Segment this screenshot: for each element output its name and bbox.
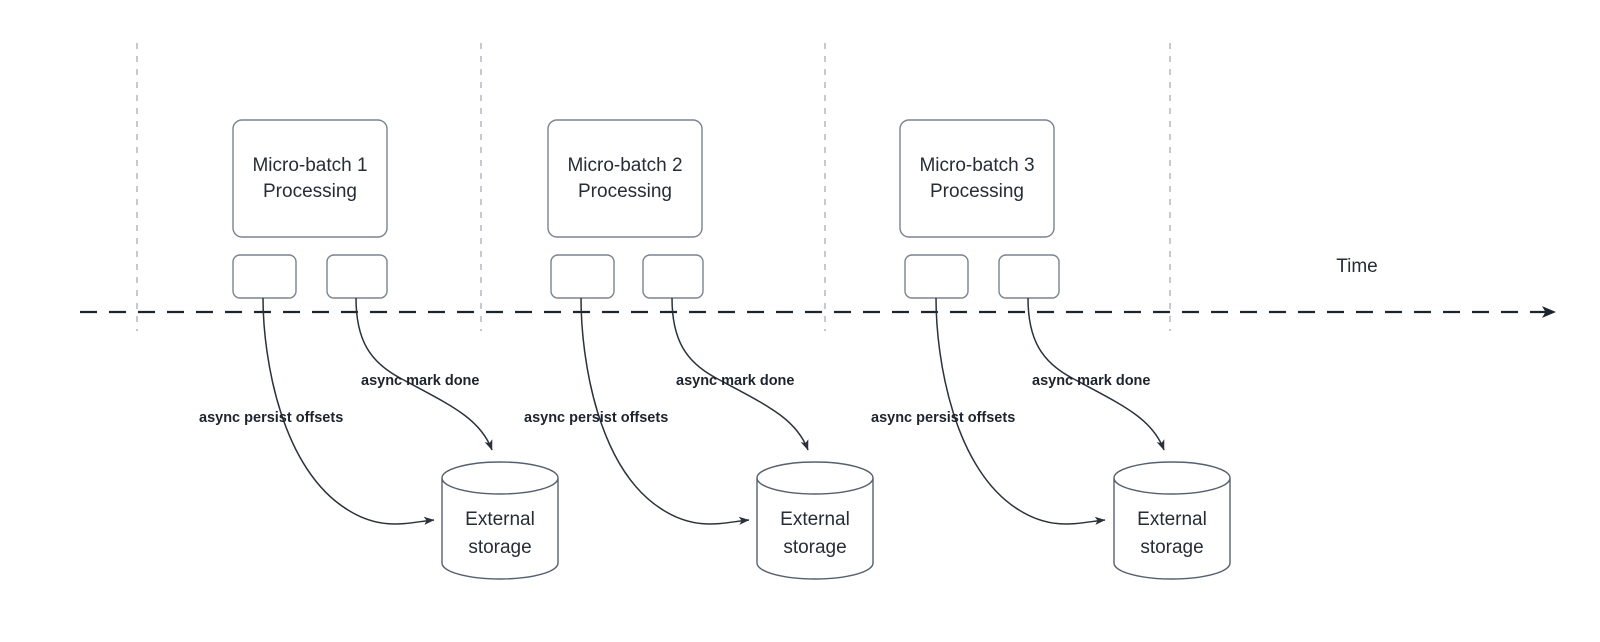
external-storage-3-label-line1: External: [1137, 509, 1207, 530]
micro-batch-2-processing-node[interactable]: Micro-batch 2 Processing: [547, 119, 703, 238]
micro-batch-2-task-box-right[interactable]: [642, 254, 704, 299]
micro-batch-3-label-line1: Micro-batch 3: [919, 155, 1034, 176]
micro-batch-2-label-line2: Processing: [578, 181, 672, 202]
micro-batch-3-processing-node[interactable]: Micro-batch 3 Processing: [899, 119, 1055, 238]
external-storage-1[interactable]: External storage: [441, 461, 559, 580]
micro-batch-3-task-box-right[interactable]: [998, 254, 1060, 299]
micro-batch-3-persist-offsets-label: async persist offsets: [871, 410, 1015, 426]
micro-batch-3-processing-rect[interactable]: [899, 119, 1055, 238]
micro-batch-1-mark-done-label: async mark done: [361, 373, 479, 389]
batch-3-group: Micro-batch 3 Processing async persist o…: [871, 119, 1231, 580]
external-storage-3[interactable]: External storage: [1113, 461, 1231, 580]
external-storage-2-label-line1: External: [780, 509, 850, 530]
micro-batch-2-persist-offsets-arrow: [580, 297, 750, 525]
micro-batch-3-persist-offsets-arrow: [935, 297, 1106, 525]
micro-batch-2-mark-done-label: async mark done: [676, 373, 794, 389]
micro-batch-1-task-box-left[interactable]: [232, 254, 297, 299]
micro-batch-2-task-box-left[interactable]: [550, 254, 615, 299]
time-axis-label: Time: [1336, 256, 1378, 277]
micro-batch-1-processing-node[interactable]: Micro-batch 1 Processing: [232, 119, 388, 238]
external-storage-2-top: [756, 461, 874, 495]
micro-batch-1-label-line2: Processing: [263, 181, 357, 202]
micro-batch-2-label-line1: Micro-batch 2: [567, 155, 682, 176]
external-storage-1-label-line1: External: [465, 509, 535, 530]
micro-batch-1-processing-rect[interactable]: [232, 119, 388, 238]
micro-batch-3-mark-done-arrow: [1027, 297, 1165, 451]
micro-batch-2-persist-offsets-label: async persist offsets: [524, 410, 668, 426]
micro-batch-2-processing-rect[interactable]: [547, 119, 703, 238]
micro-batch-3-mark-done-label: async mark done: [1032, 373, 1150, 389]
external-storage-1-label-line2: storage: [468, 537, 531, 558]
external-storage-3-body[interactable]: [1113, 478, 1231, 580]
micro-batch-1-label-line1: Micro-batch 1: [252, 155, 367, 176]
micro-batch-1-persist-offsets-label: async persist offsets: [199, 410, 343, 426]
micro-batch-3-task-box-left[interactable]: [904, 254, 969, 299]
micro-batch-2-mark-done-arrow: [671, 297, 809, 451]
micro-batch-1-persist-offsets-arrow: [262, 297, 435, 525]
batch-2-group: Micro-batch 2 Processing async persist o…: [524, 119, 874, 580]
micro-batch-1-task-box-right[interactable]: [326, 254, 388, 299]
external-storage-3-label-line2: storage: [1140, 537, 1203, 558]
external-storage-2-body[interactable]: [756, 478, 874, 580]
micro-batch-3-label-line2: Processing: [930, 181, 1024, 202]
external-storage-1-top: [441, 461, 559, 495]
batch-1-group: Micro-batch 1 Processing async persist o…: [199, 119, 559, 580]
external-storage-2[interactable]: External storage: [756, 461, 874, 580]
divider-group: [136, 43, 1171, 331]
external-storage-3-top: [1113, 461, 1231, 495]
external-storage-2-label-line2: storage: [783, 537, 846, 558]
external-storage-1-body[interactable]: [441, 478, 559, 580]
micro-batch-1-mark-done-arrow: [355, 297, 493, 451]
